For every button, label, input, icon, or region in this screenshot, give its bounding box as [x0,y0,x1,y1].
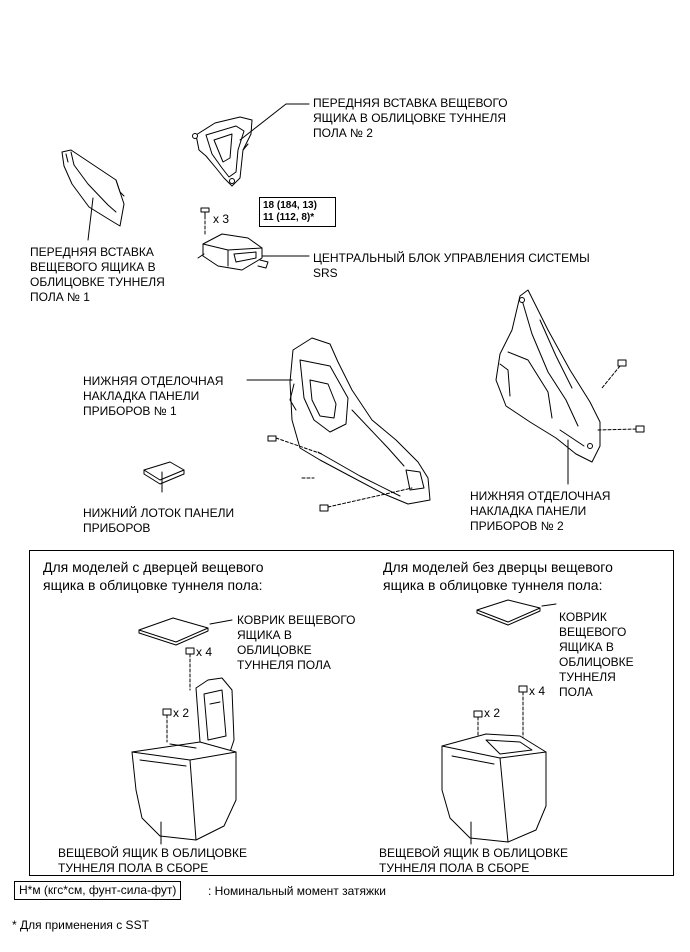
right-bolt-count-x2: x 2 [484,706,501,720]
label-mat-left: КОВРИК ВЕЩЕВОГО ЯЩИКА В ОБЛИЦОВКЕ ТУННЕЛ… [237,613,356,672]
label-box-right: ВЕЩЕВОЙ ЯЩИК В ОБЛИЦОВКЕ ТУННЕЛЯ ПОЛА В … [379,846,569,875]
bolt-left-x2 [162,708,172,716]
variant-without-door-heading: Для моделей без дверцы вещевого ящика в … [383,559,613,593]
bolt-trim1-left [267,435,277,442]
front-insert-2-part [192,116,253,187]
bolt-trim2-top [617,359,627,367]
srs-unit-part [197,207,269,271]
bolt-right-x4 [518,685,528,693]
left-bolt-count-x4: x 4 [196,645,213,659]
srs-bolt-count: x 3 [213,212,230,226]
bolt-trim2-right [635,425,645,433]
torque-legend-description: : Номинальный момент затяжки [208,884,386,898]
label-front-insert-2: ПЕРЕДНЯЯ ВСТАВКА ВЕЩЕВОГО ЯЩИКА В ОБЛИЦО… [313,96,508,140]
label-lower-tray: НИЖНИЙ ЛОТОК ПАНЕЛИ ПРИБОРОВ [83,506,235,535]
left-bolt-count-x2: x 2 [173,706,190,720]
console-box-left-part [131,677,237,841]
label-mat-right: КОВРИК ВЕЩЕВОГО ЯЩИКА В ОБЛИЦОВКЕ ТУННЕЛ… [559,610,634,699]
bolt-left-x4 [185,647,195,655]
bolt-right-x2 [473,710,483,718]
right-bolt-count-x4: x 4 [529,684,546,698]
variant-with-door-heading: Для моделей с дверцей вещевого ящика в о… [43,559,264,593]
torque-line-2: 11 (112, 8)* [263,212,315,223]
mat-left-part [138,617,209,646]
label-lower-trim-1: НИЖНЯЯ ОТДЕЛОЧНАЯ НАКЛАДКА ПАНЕЛИ ПРИБОР… [83,374,224,418]
label-lower-trim-2: НИЖНЯЯ ОТДЕЛОЧНАЯ НАКЛАДКА ПАНЕЛИ ПРИБОР… [470,489,611,533]
label-front-insert-1: ПЕРЕДНЯЯ ВСТАВКА ВЕЩЕВОГО ЯЩИКА В ОБЛИЦО… [30,245,165,304]
label-srs-unit: ЦЕНТРАЛЬНЫЙ БЛОК УПРАВЛЕНИЯ СИСТЕМЫ SRS [313,251,590,280]
torque-unit-legend: Н*м (кгс*см, фунт-сила-фут) [14,881,182,900]
label-box-left: ВЕЩЕВОЙ ЯЩИК В ОБЛИЦОВКЕ ТУННЕЛЯ ПОЛА В … [58,846,248,875]
mat-right-part [476,599,541,626]
console-box-right-part [441,733,547,843]
torque-line-1: 18 (184, 13) [263,200,317,211]
variants-frame [29,550,674,876]
lower-trim-2-part [495,289,601,463]
sst-footnote: * Для применения с SST [12,918,149,932]
torque-spec-box: 18 (184, 13) 11 (112, 8)* [259,197,336,227]
bolt-trim1-bottom [319,504,329,512]
lower-tray-part [143,461,185,485]
front-insert-1-part [61,149,125,227]
lower-trim-1-part [289,337,431,505]
